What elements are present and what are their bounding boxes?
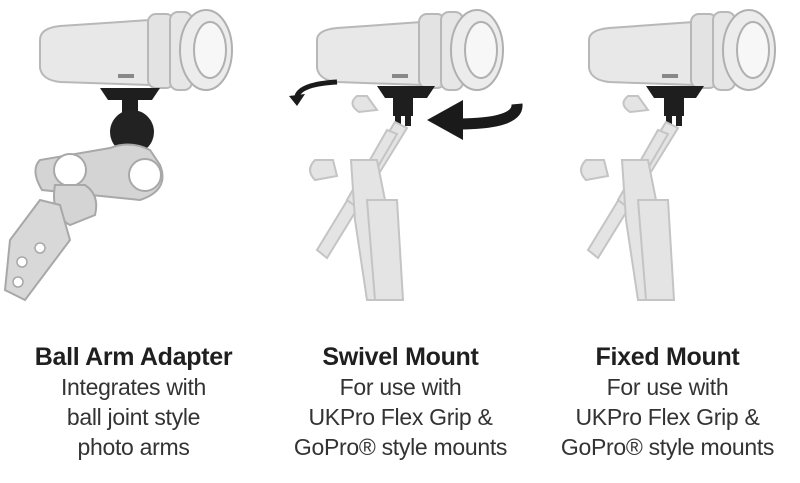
dive-light-icon <box>588 9 776 91</box>
fixed-mount-illustration <box>580 9 776 301</box>
dive-light-icon <box>39 9 233 91</box>
panel-description-line: UKPro Flex Grip & <box>308 404 493 430</box>
rotate-right-arrow-icon <box>427 100 523 140</box>
panel-description-line: photo arms <box>77 434 190 460</box>
panel-description-line: Integrates with <box>60 374 207 400</box>
dive-light-icon <box>316 9 504 91</box>
panel-description-line: For use with <box>606 374 729 400</box>
flex-grip-arm-icon <box>309 95 409 301</box>
flex-grip-arm-icon <box>580 95 680 301</box>
ball-arm-clamp-icon <box>3 143 164 302</box>
panel-description-line: ball joint style <box>66 404 201 430</box>
panel-title: Fixed Mount <box>595 343 740 371</box>
panel-description-line: For use with <box>339 374 462 400</box>
panel-title: Swivel Mount <box>322 343 479 371</box>
caption-swivel-mount: Swivel Mount For use with UKPro Flex Gri… <box>267 342 534 462</box>
panel-ball-arm-adapter: Ball Arm Adapter Integrates with ball jo… <box>0 0 267 483</box>
caption-ball-arm-adapter: Ball Arm Adapter Integrates with ball jo… <box>0 342 267 462</box>
caption-fixed-mount: Fixed Mount For use with UKPro Flex Grip… <box>534 342 800 462</box>
panel-fixed-mount: Fixed Mount For use with UKPro Flex Grip… <box>534 0 800 483</box>
panel-description-line: UKPro Flex Grip & <box>575 404 760 430</box>
ball-arm-adapter-illustration <box>3 9 233 302</box>
panel-title: Ball Arm Adapter <box>34 343 233 371</box>
swivel-mount-adapter-icon <box>377 86 435 126</box>
rotate-left-arrow-icon <box>289 79 338 106</box>
swivel-mount-illustration <box>289 9 523 301</box>
ball-adapter-icon <box>100 88 160 154</box>
panel-description-line: GoPro® style mounts <box>560 434 775 460</box>
panel-description-line: GoPro® style mounts <box>293 434 508 460</box>
panel-swivel-mount: Swivel Mount For use with UKPro Flex Gri… <box>267 0 534 483</box>
fixed-mount-adapter-icon <box>646 86 704 126</box>
